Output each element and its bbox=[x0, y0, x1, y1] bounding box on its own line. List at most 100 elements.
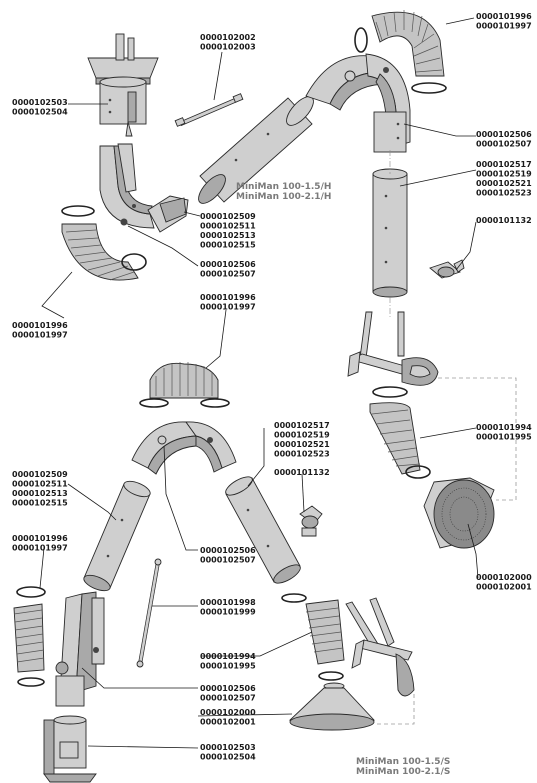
part-number-line: 0000102001 bbox=[476, 583, 532, 592]
wall-bracket-bottom bbox=[43, 715, 97, 783]
hose-middle bbox=[139, 362, 230, 408]
part-number-line: 0000102515 bbox=[200, 241, 256, 250]
part-number-line: 0000102507 bbox=[200, 270, 256, 279]
part-number-line: MiniMan 100-2.1/H bbox=[236, 192, 331, 202]
part-number-line: 0000102509 bbox=[12, 470, 68, 479]
part-number-line: MiniMan 100-1.5/H bbox=[236, 182, 331, 192]
frame-bottom-left bbox=[55, 591, 105, 707]
part-number-line: 0000102504 bbox=[200, 753, 256, 762]
part-number-line: 0000102506 bbox=[476, 130, 532, 139]
part-number-line: 0000102515 bbox=[12, 499, 68, 508]
part-number-line: 0000102504 bbox=[12, 108, 68, 117]
hose-with-hood-top bbox=[369, 402, 431, 479]
hose-bottom-left bbox=[13, 586, 46, 687]
part-number-line: 0000102521 bbox=[476, 179, 532, 188]
part-number-line: 0000102503 bbox=[12, 98, 68, 107]
hose-top-right bbox=[354, 10, 447, 94]
hose-clamp-ring bbox=[61, 205, 95, 217]
hood-bottom bbox=[288, 682, 376, 731]
part-number-line: 0000102001 bbox=[200, 718, 256, 727]
part-number-line: 0000102523 bbox=[274, 450, 330, 459]
part-number-line: 0000102523 bbox=[476, 189, 532, 198]
part-number-line: 0000102506 bbox=[200, 546, 256, 555]
part-number-line: 0000101996 bbox=[476, 12, 532, 21]
hood-round-top bbox=[423, 477, 495, 549]
part-number-line: 0000101995 bbox=[476, 433, 532, 442]
part-number-line: 0000101132 bbox=[476, 216, 532, 225]
part-number-line: 0000102519 bbox=[476, 170, 532, 179]
label-knob-bottom: 0000101132 bbox=[274, 468, 330, 477]
hose-bottom-right bbox=[281, 593, 345, 681]
knob-top bbox=[429, 259, 465, 279]
part-number-line: 0000101996 bbox=[12, 534, 68, 543]
elbow-frame-top-left bbox=[99, 143, 189, 233]
part-number-line: 0000101999 bbox=[200, 608, 256, 617]
part-number-line: 0000102511 bbox=[12, 480, 68, 489]
part-number-line: 0000101997 bbox=[12, 331, 68, 340]
part-number-line: 0000102000 bbox=[200, 708, 256, 717]
part-number-line: 0000102519 bbox=[274, 431, 330, 440]
part-number-line: 0000102506 bbox=[200, 684, 256, 693]
part-number-line: 0000101994 bbox=[476, 423, 532, 432]
gas-spring-top bbox=[174, 93, 244, 127]
part-number-line: 0000102511 bbox=[200, 222, 256, 231]
part-number-line: MiniMan 100-2.1/S bbox=[356, 767, 450, 777]
tube-bottom-right bbox=[225, 476, 301, 584]
hose-top-left bbox=[61, 223, 147, 281]
part-number-line: 0000102513 bbox=[200, 231, 256, 240]
part-number-line: 0000101997 bbox=[12, 544, 68, 553]
part-number-line: 0000101994 bbox=[200, 652, 256, 661]
part-number-line: 0000102513 bbox=[12, 489, 68, 498]
leader-lines bbox=[39, 17, 479, 749]
part-number-line: 0000101996 bbox=[200, 293, 256, 302]
hood-handle-arm-top bbox=[347, 311, 439, 386]
part-number-line: 0000101997 bbox=[476, 22, 532, 31]
tube-bottom-left bbox=[83, 480, 151, 592]
part-number-line: 0000102506 bbox=[200, 260, 256, 269]
joint-v-bottom bbox=[131, 421, 237, 475]
tube-top-right bbox=[372, 168, 408, 298]
part-number-line: 0000102507 bbox=[476, 140, 532, 149]
hose-clamp-ring bbox=[372, 386, 408, 398]
part-number-line: 0000102517 bbox=[476, 160, 532, 169]
part-number-line: 0000101998 bbox=[200, 598, 256, 607]
part-number-line: 0000102517 bbox=[274, 421, 330, 430]
part-number-line: 0000102507 bbox=[200, 556, 256, 565]
hood-handle-arm-bottom bbox=[345, 597, 415, 697]
part-number-line: 0000102503 bbox=[200, 743, 256, 752]
part-number-line: 0000102507 bbox=[200, 694, 256, 703]
part-number-line: 0000102521 bbox=[274, 440, 330, 449]
knob-bottom bbox=[299, 505, 323, 537]
part-number-line: 0000102002 bbox=[200, 33, 256, 42]
part-number-line: MiniMan 100-1.5/S bbox=[356, 757, 450, 767]
part-number-line: 0000102003 bbox=[200, 43, 256, 52]
part-number-line: 0000101996 bbox=[12, 321, 68, 330]
part-number-line: 0000102509 bbox=[200, 212, 256, 221]
tube-top-left bbox=[198, 96, 314, 204]
